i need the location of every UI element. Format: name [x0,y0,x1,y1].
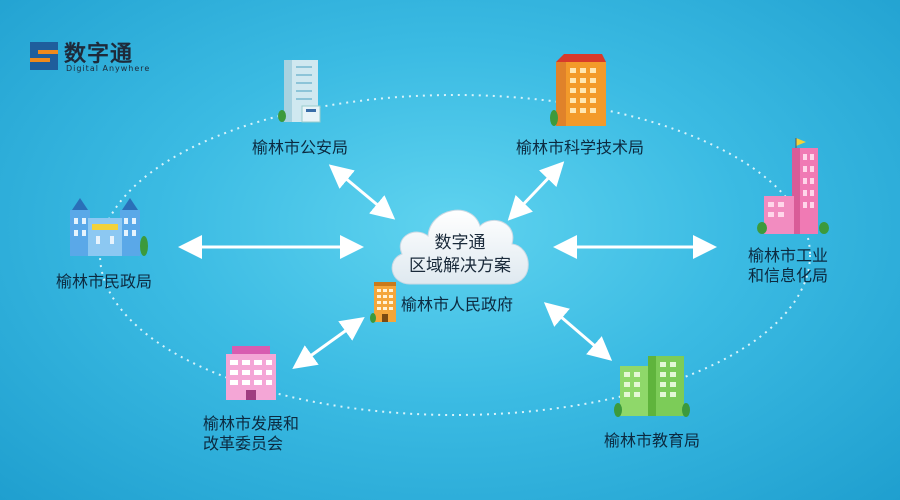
label-police: 榆林市公安局 [252,138,349,157]
label-civil: 榆林市民政局 [56,272,153,291]
orbit-ring [99,94,811,416]
label-science: 榆林市科学技术局 [516,138,645,157]
arrow-science [507,161,565,221]
education-building-icon [614,356,690,417]
arrow-police [328,164,396,220]
science-building-icon [550,54,606,126]
industry-building-icon [757,138,829,234]
label-industry-line1: 榆林市工业 [748,246,829,265]
logo-name: 数字通 [64,42,134,67]
label-industry-line2: 和信息化局 [748,266,829,285]
label-devreform-line2: 改革委员会 [203,434,284,453]
label-education: 榆林市教育局 [604,431,701,450]
cloud-icon [391,209,529,285]
arrow-education [543,302,613,361]
label-devreform-line1: 榆林市发展和 [203,414,300,433]
development-reform-building-icon [226,346,276,400]
center-cloud-label: 数字通 区域解决方案 [395,232,525,278]
s-logo-icon [30,42,58,70]
label-gov: 榆林市人民政府 [401,295,514,314]
arrow-devreform [292,317,365,369]
center-line1: 数字通 [434,233,486,253]
logo-subtitle: Digital Anywhere [66,64,151,73]
center-line2: 区域解决方案 [409,256,511,276]
police-building-icon [278,60,321,123]
government-building-icon [370,282,396,323]
civil-affairs-building-icon [70,198,148,256]
